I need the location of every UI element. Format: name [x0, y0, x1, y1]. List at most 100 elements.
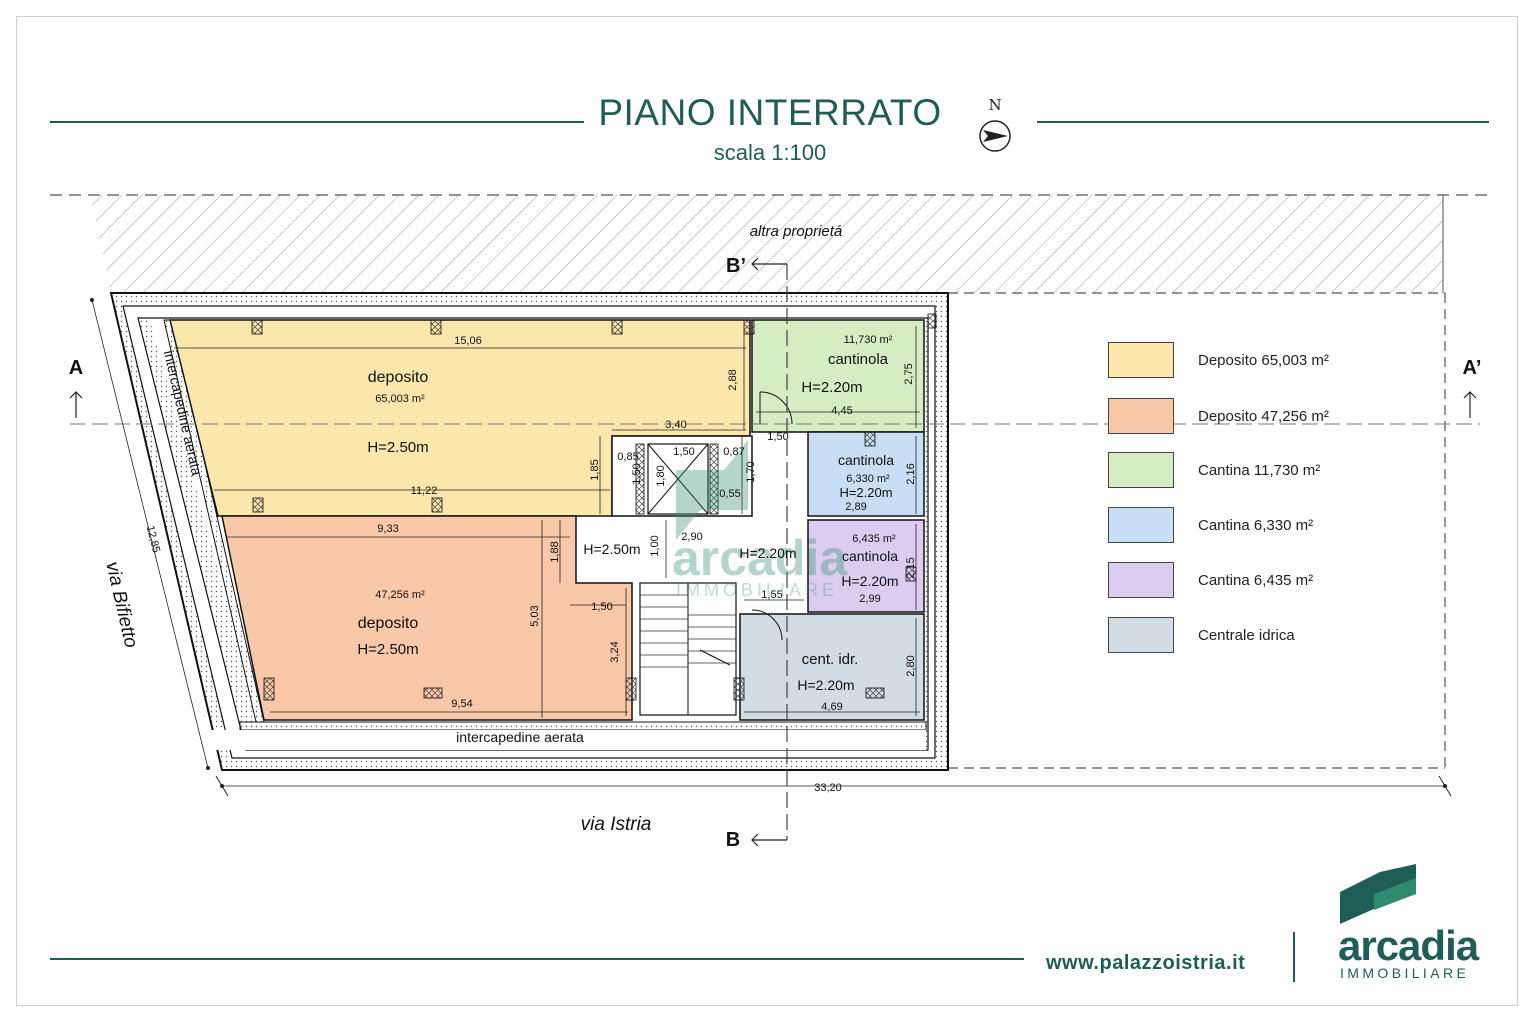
room-cantinola-3-area: 6,435 m² [852, 533, 896, 545]
stair-treads [640, 594, 736, 668]
legend-label: Cantina 6,330 m² [1198, 517, 1314, 534]
room-cantinola-1 [751, 319, 925, 433]
dim-3-40: 3,40 [665, 419, 686, 431]
dim-11-22: 11,22 [411, 485, 438, 497]
street-west-label: via Bifietto [101, 560, 141, 650]
room-cantinola-3-name: cantinola [842, 548, 898, 564]
shaft-wall-1 [635, 443, 645, 515]
watermark-word: arcadia [672, 530, 848, 586]
section-marker-a: A [69, 357, 83, 379]
corridor-west-height: H=2.50m [583, 541, 640, 557]
dim-2-99: 2,99 [859, 593, 880, 605]
dim-33-20: 33,20 [814, 782, 842, 794]
dim-2-88: 2,88 [727, 369, 739, 390]
room-deposito-south-height: H=2.50m [357, 641, 418, 658]
dim-1-88: 1,88 [549, 541, 561, 562]
room-cantinola-1-area: 11,730 m² [844, 334, 893, 346]
footer-rule [50, 958, 1024, 960]
room-cantinola-3 [807, 519, 925, 613]
air-gap-south-label: intercapedine aerata [456, 729, 584, 745]
section-arrow-a-prime [1463, 391, 1477, 418]
room-centrale-height: H=2.20m [797, 677, 854, 693]
header-rule-left [50, 121, 584, 123]
corridor-east-height: H=2.20m [739, 545, 796, 561]
dimension-lines [91, 299, 1445, 787]
room-cantinola-2-area: 6,330 m² [846, 473, 890, 485]
room-deposito-north-name: deposito [368, 369, 429, 386]
room-deposito-south [221, 515, 633, 721]
legend-label: Cantina 11,730 m² [1198, 462, 1321, 479]
dim-1-50-b: 1,50 [673, 446, 694, 458]
dim-2-16: 2,16 [905, 463, 917, 484]
room-cantinola-1-height: H=2.20m [801, 379, 862, 396]
shaft-wall-2 [709, 443, 719, 515]
door-swing-centrale [751, 609, 783, 641]
dim-12-85: 12,85 [144, 524, 162, 554]
dim-0-85: 0,85 [617, 451, 638, 463]
section-arrow-b-prime [751, 257, 787, 271]
room-centrale-name: cent. idr. [802, 651, 859, 668]
dim-1-80: 1,80 [655, 465, 667, 486]
air-gap-south [152, 730, 926, 750]
section-marker-a-prime: A’ [1463, 357, 1482, 379]
dim-0-55: 0,55 [719, 488, 740, 500]
neighbour-label: altra proprietá [750, 223, 843, 240]
legend-item: Cantina 11,730 m² [1108, 452, 1468, 490]
legend-swatch [1108, 617, 1174, 653]
dim-0-87: 0,87 [723, 446, 744, 458]
legend-swatch [1108, 342, 1174, 378]
room-deposito-south-name: deposito [358, 615, 419, 632]
dim-2-80: 2,80 [905, 655, 917, 676]
pillars [251, 313, 937, 701]
legend-item: Cantina 6,435 m² [1108, 562, 1468, 600]
dim-1-55: 1,55 [761, 589, 782, 601]
dim-2-75: 2,75 [903, 363, 915, 384]
footer-separator [1293, 932, 1295, 982]
legend-item: Centrale idrica [1108, 617, 1468, 655]
north-compass: N [975, 96, 1015, 158]
door-swing-cantinola-1 [759, 391, 793, 425]
section-marker-b-prime: B’ [726, 255, 746, 277]
watermark-sub: IMMOBILIARE [676, 580, 838, 600]
room-deposito-north-area: 65,003 m² [375, 393, 425, 405]
north-label: N [988, 96, 1002, 114]
dim-1-50-a: 1,50 [631, 463, 643, 484]
header-rule-right [1037, 121, 1489, 123]
page-title: PIANO INTERRATO [598, 92, 942, 133]
dim-4-69: 4,69 [821, 701, 842, 713]
dim-2-89: 2,89 [845, 501, 866, 513]
logo-mark-icon [1340, 864, 1416, 924]
dim-1-00: 1,00 [649, 535, 661, 556]
scale-label: scala 1:100 [713, 140, 827, 165]
logo-word: arcadia [1338, 922, 1479, 969]
section-arrow-a [69, 391, 83, 418]
legend-label: Deposito 47,256 m² [1198, 408, 1329, 425]
dim-1-85: 1,85 [589, 459, 601, 480]
room-cantinola-1-name: cantinola [828, 351, 889, 368]
stair-arrow [699, 649, 731, 666]
legend-label: Deposito 65,003 m² [1198, 352, 1329, 369]
room-deposito-north-height: H=2.50m [367, 439, 428, 456]
legend-label: Centrale idrica [1198, 627, 1295, 644]
dim-2-15: 2,15 [905, 557, 917, 578]
section-marker-b: B [726, 829, 740, 851]
dimension-labels: 15,06 2,88 3,40 11,22 1,85 0,85 1,50 0,8… [144, 335, 917, 794]
legend-item: Deposito 47,256 m² [1108, 398, 1468, 436]
legend-label: Cantina 6,435 m² [1198, 572, 1314, 589]
room-cantinola-2-height: H=2.20m [839, 485, 892, 500]
brand-logo: arcadia IMMOBILIARE [1338, 864, 1488, 984]
dim-5-03: 5,03 [529, 605, 541, 626]
legend-item: Deposito 65,003 m² [1108, 342, 1468, 380]
room-cantinola-2-name: cantinola [838, 452, 894, 468]
website-link[interactable]: www.palazzoistria.it [1046, 952, 1246, 974]
section-arrow-b [751, 833, 787, 847]
watermark-logo-mark [676, 440, 748, 540]
neighbour-property [90, 195, 1443, 293]
dim-15-06: 15,06 [454, 335, 482, 347]
room-deposito-south-area: 47,256 m² [375, 589, 425, 601]
legend-swatch [1108, 452, 1174, 488]
dim-1-50-c: 1,50 [591, 601, 612, 613]
dim-3-24: 3,24 [609, 641, 621, 662]
lift-cross [647, 443, 709, 515]
compass-icon [979, 120, 1011, 152]
